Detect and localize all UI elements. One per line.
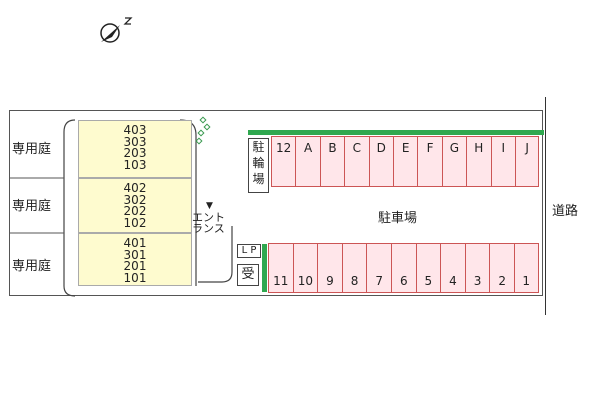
parking-space-label: J — [525, 141, 529, 155]
parking-space-label: 5 — [424, 274, 433, 288]
entrance-label-line: ランス — [192, 222, 225, 235]
parking-space: 1 — [513, 243, 539, 293]
lp-gas-label: L P — [237, 244, 261, 258]
hedge-left — [262, 244, 267, 292]
unit-number: 303 — [123, 134, 147, 149]
entrance-label-line: エント — [192, 211, 225, 224]
parking-space: A — [295, 136, 320, 187]
building-block: 401 301 201 101 — [78, 233, 192, 286]
parking-space-label: 8 — [350, 274, 359, 288]
unit-number: 102 — [123, 215, 147, 230]
private-garden-label: 専用庭 — [12, 142, 52, 157]
parking-space-label: F — [426, 141, 434, 155]
unit-number: 101 — [123, 270, 147, 285]
parking-lot-label: 駐車場 — [378, 211, 418, 226]
parking-space: 10 — [292, 243, 318, 293]
parking-space-label: E — [401, 141, 410, 155]
parking-space: B — [319, 136, 345, 187]
parking-space-label: C — [352, 141, 362, 155]
bicycle-parking-char: 輪 — [252, 156, 265, 170]
parking-space-label: H — [474, 141, 484, 155]
road-boundary — [545, 97, 546, 315]
parking-space: 6 — [390, 243, 416, 293]
parking-space: G — [441, 136, 467, 187]
hedge-top — [248, 130, 544, 135]
bicycle-parking: 駐 輪 場 — [248, 138, 269, 193]
parking-space-label: B — [328, 141, 337, 155]
unit-number: 301 — [123, 247, 147, 262]
parking-row-bottom: 11 10 9 8 7 6 5 4 3 2 1 — [268, 243, 539, 293]
unit-number: 401 — [123, 236, 147, 250]
parking-space: 2 — [489, 243, 514, 293]
parking-space: I — [490, 136, 515, 187]
unit-number: 302 — [123, 192, 147, 207]
parking-space: 5 — [415, 243, 441, 293]
building-block: 403 303 203 103 — [78, 120, 192, 178]
parking-space-label: 11 — [273, 274, 289, 288]
road-label: 道路 — [552, 204, 579, 219]
unit-number: 103 — [123, 157, 147, 172]
unit-number: 203 — [123, 146, 147, 160]
parking-space: 3 — [464, 243, 490, 293]
parking-space: 8 — [341, 243, 367, 293]
parking-space: 9 — [317, 243, 342, 293]
unit-number: 202 — [123, 204, 147, 218]
parking-space-label: 12 — [276, 141, 292, 155]
parking-space-label: 9 — [326, 274, 334, 288]
bicycle-parking-char: 場 — [252, 172, 265, 186]
parking-space-label: 7 — [375, 274, 383, 288]
unit-number: 201 — [123, 259, 147, 273]
parking-space: 4 — [440, 243, 465, 293]
parking-space: C — [344, 136, 369, 187]
compass-icon — [100, 17, 133, 43]
entrance-arrow-icon: ▼ — [206, 201, 213, 211]
private-garden-label: 専用庭 — [12, 199, 52, 214]
entrance-label: エント ランス — [192, 212, 232, 234]
building-block: 402 302 202 102 — [78, 178, 192, 233]
parking-space-label: A — [303, 141, 313, 155]
parking-space-label: G — [449, 141, 460, 155]
parking-space: 7 — [366, 243, 391, 293]
parking-space: J — [514, 136, 540, 187]
parking-space-label: 1 — [522, 274, 531, 288]
bicycle-parking-char: 駐 — [252, 140, 265, 154]
parking-space: E — [392, 136, 418, 187]
unit-number: 402 — [123, 181, 147, 195]
parking-space-label: 3 — [473, 274, 482, 288]
parking-space-label: 4 — [449, 274, 457, 288]
parking-space: 12 — [271, 136, 296, 187]
parking-space: F — [417, 136, 442, 187]
parking-space: D — [368, 136, 393, 187]
parking-space-label: 2 — [498, 274, 506, 288]
mailbox-label: 受 — [237, 264, 259, 286]
parking-space: 11 — [268, 243, 293, 293]
parking-space-label: 10 — [297, 274, 314, 288]
parking-space-label: I — [501, 141, 505, 155]
parking-space: H — [466, 136, 491, 187]
shrub-icon — [195, 116, 211, 145]
parking-row-top: 12 A B C D E F G H I J — [271, 136, 540, 187]
unit-number: 403 — [123, 123, 147, 137]
private-garden-label: 専用庭 — [12, 259, 52, 274]
parking-space-label: 6 — [399, 274, 408, 288]
parking-space-label: D — [376, 141, 386, 155]
